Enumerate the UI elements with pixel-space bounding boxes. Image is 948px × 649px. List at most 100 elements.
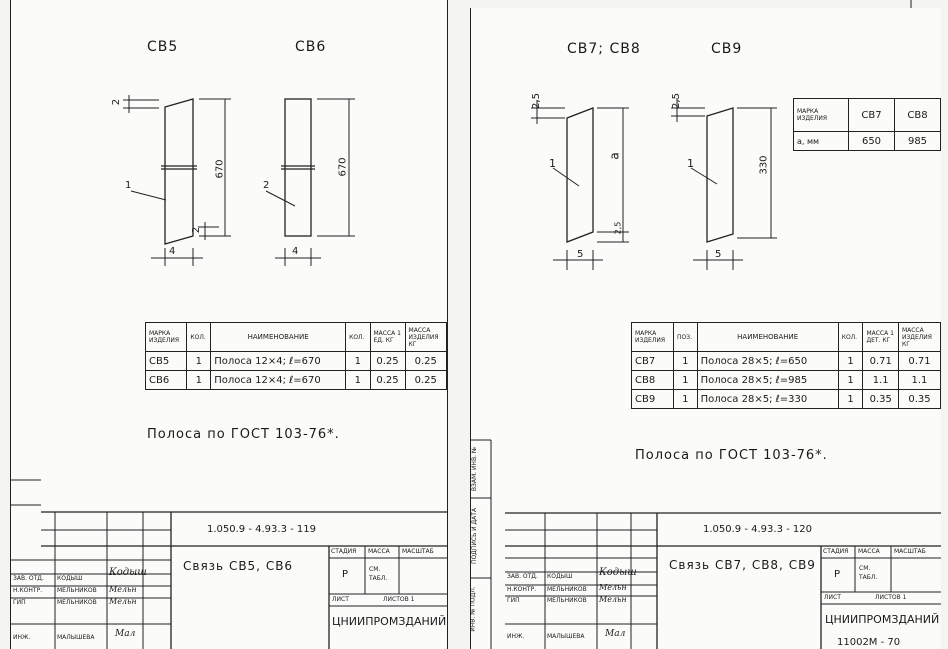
pos-1: 1 (549, 157, 556, 170)
right-drawing (471, 0, 941, 649)
col-mark: МАРКА ИЗДЕЛИЯ (631, 322, 674, 352)
dim-top: 2 (111, 98, 123, 106)
note: Полоса по ГОСТ 103-76*. (635, 448, 828, 463)
table-row: СВ8 1 Полоса 28×5; ℓ=985 1 1.1 1.1 (631, 370, 942, 390)
table-row: СВ6 1 Полоса 12×4; ℓ=670 1 0.25 0.25 (144, 370, 448, 390)
doc-code: 1.050.9 - 4.93.3 - 120 (703, 524, 812, 535)
mark-col-sv8: СВ8 (894, 98, 941, 132)
mark-col-header: МАРКА ИЗДЕЛИЯ (793, 98, 849, 132)
staff-name: МЕЛЬНИКОВ (547, 597, 587, 604)
col-pos: ПОЗ. (672, 322, 698, 352)
mass-label: МАССА (858, 548, 880, 555)
staff-sign: Мал (115, 629, 136, 639)
staff-role: ЗАВ. ОТД. (13, 575, 44, 582)
left-drawing (11, 95, 447, 649)
dim-top: 2,5 (530, 93, 542, 109)
col-qty: КОЛ. (186, 322, 212, 352)
part-sv7-sv8 (566, 107, 594, 243)
scale-label: МАСШТАБ (402, 548, 434, 555)
table-row: СВ7 1 Полоса 28×5; ℓ=650 1 0.71 0.71 (631, 351, 942, 371)
spec-table: МАРКА ИЗДЕЛИЯ ПОЗ. НАИМЕНОВАНИЕ КОЛ. МАС… (631, 322, 942, 409)
staff-name: КОДЫШ (547, 573, 573, 580)
label-sv5: СВ5 (147, 39, 179, 55)
doc-code: 1.050.9 - 4.93.3 - 119 (207, 524, 316, 535)
drawing-title: Связь СВ5, СВ6 (183, 559, 294, 573)
label-sv6: СВ6 (295, 39, 327, 55)
staff-role: Н.КОНТР. (13, 587, 43, 594)
mass-label: МАССА (368, 548, 390, 555)
staff-role: ИНЖ. (507, 633, 525, 640)
table-row: а, мм 650 985 (793, 131, 941, 151)
staff-sign: Мельн (599, 595, 627, 604)
staff-role: ИНЖ. (13, 634, 31, 641)
stage-value: Р (342, 569, 349, 580)
col-mass-unit: МАССА 1 ДЕТ. КГ (862, 322, 899, 352)
org-name: ЦНИИПРОМЗДАНИЙ (332, 615, 447, 628)
left-sheet: СВ5 СВ6 2 670 2 4 1 2 670 4 МАРКА ИЗДЕЛИ… (10, 0, 448, 649)
stage-label: СТАДИЯ (331, 548, 357, 555)
staff-sign: Кодыш (599, 567, 637, 578)
archive-number: 11002М - 70 (837, 637, 901, 648)
part-sv9 (706, 107, 734, 243)
pos-1: 1 (687, 157, 694, 170)
dim-top-2: 2,5 (670, 93, 682, 109)
staff-role: Н.КОНТР. (507, 586, 537, 593)
staff-sign: Мельн (109, 585, 137, 594)
spec-table: МАРКА ИЗДЕЛИЯ КОЛ. НАИМЕНОВАНИЕ КОЛ. МАС… (144, 322, 448, 390)
staff-sign: Мал (605, 629, 626, 639)
col-qty2: КОЛ. (345, 322, 371, 352)
part-sv6 (284, 98, 312, 237)
side-stamp-inv: ИНВ. № ПОДЛ. (469, 586, 477, 632)
col-mass-total: МАССА ИЗДЕЛИЯ КГ (404, 322, 448, 352)
table-row: СВ5 1 Полоса 12×4; ℓ=670 1 0.25 0.25 (144, 351, 448, 371)
sheet-label: ЛИСТ (332, 596, 349, 603)
scale-label: МАСШТАБ (894, 548, 926, 555)
col-mass-unit: МАССА 1 ЕД. КГ (369, 322, 406, 352)
col-mass-total: МАССА ИЗДЕЛИЯ КГ (897, 322, 942, 352)
side-stamp-sign: ПОДПИСЬ И ДАТА (471, 507, 479, 565)
right-sheet: СВ7; СВ8 СВ9 2,5 а 2,5 5 1 1 2,5 330 5 М… (469, 0, 942, 649)
mass-value: СМ. ТАБЛ. (859, 565, 878, 581)
col-name: НАИМЕНОВАНИЕ (696, 322, 839, 352)
pos-1: 1 (125, 180, 132, 191)
staff-sign: Мельн (599, 583, 627, 592)
staff-name: МЕЛЬНИКОВ (57, 599, 97, 606)
side-stamp-replace: ВЗАМ. ИНВ. № (471, 446, 479, 492)
dim-width: 5 (577, 249, 584, 260)
staff-sign: Кодыш (109, 567, 147, 578)
dim-width-2: 5 (715, 249, 722, 260)
sheets-label: ЛИСТОВ 1 (875, 594, 907, 601)
part-sv5 (164, 98, 194, 245)
staff-name: КОДЫШ (57, 575, 83, 582)
col-mark: МАРКА ИЗДЕЛИЯ (144, 322, 188, 352)
dim-width: 4 (169, 246, 176, 257)
stage-label: СТАДИЯ (823, 548, 849, 555)
dim-height: 670 (214, 159, 226, 179)
col-name: НАИМЕНОВАНИЕ (210, 322, 347, 352)
staff-role: ЗАВ. ОТД. (507, 573, 538, 580)
dim-bottom: 2,5 (613, 221, 623, 235)
pos-2: 2 (263, 180, 270, 191)
label-sv7-sv8: СВ7; СВ8 (567, 41, 641, 57)
label-sv9: СВ9 (711, 41, 743, 57)
mass-value: СМ. ТАБЛ. (369, 566, 388, 582)
staff-role: ГИП (13, 599, 26, 606)
mark-col-sv7: СВ7 (848, 98, 895, 132)
staff-name: МЕЛЬНИКОВ (57, 587, 97, 594)
staff-sign: Мельн (109, 597, 137, 606)
staff-name: МАЛЫШЕВА (57, 634, 95, 641)
staff-role: ГИП (507, 597, 520, 604)
table-row: СВ9 1 Полоса 28×5; ℓ=330 1 0.35 0.35 (631, 389, 942, 409)
dim-height-2: 330 (758, 155, 770, 175)
sheet-label: ЛИСТ (824, 594, 841, 601)
dim-width-2: 4 (292, 246, 299, 257)
sheets-label: ЛИСТОВ 1 (383, 596, 415, 603)
col-qty: КОЛ. (837, 322, 864, 352)
staff-name: МАЛЫШЕВА (547, 633, 585, 640)
drawing-title: Связь СВ7, СВ8, СВ9 (669, 558, 816, 572)
org-name: ЦНИИПРОМЗДАНИЙ (825, 613, 940, 626)
dim-height-2: 670 (337, 157, 349, 177)
stage-value: Р (834, 569, 841, 580)
dim-height: а (607, 152, 622, 160)
note: Полоса по ГОСТ 103-76*. (147, 427, 340, 442)
